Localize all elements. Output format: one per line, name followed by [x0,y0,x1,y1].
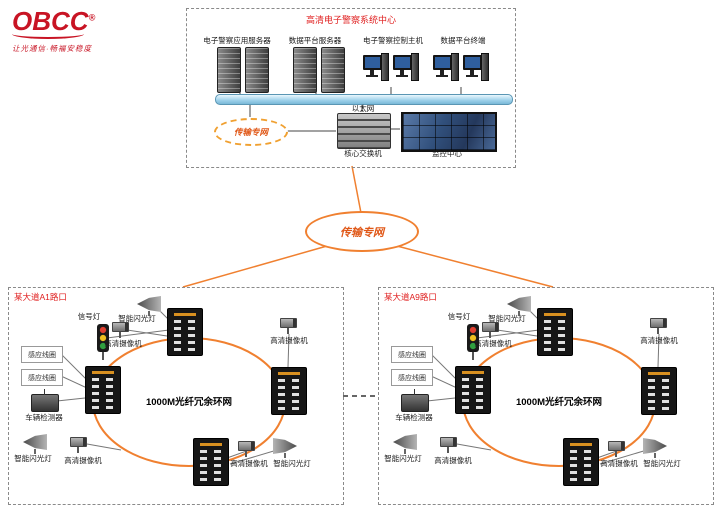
logo-brand: OBCC® [12,6,95,37]
ethernet-bus [215,94,513,105]
signal-light-label: 信号灯 [447,312,471,321]
camera-icon [69,434,89,454]
ring-network-label: 1000M光纤冗余环网 [145,397,233,408]
fiber-switch-icon [271,367,307,415]
center-zone-title: 高清电子警察系统中心 [305,15,396,25]
flash-speaker-icon [643,438,667,458]
smart-flash-label: 智能闪光灯 [14,454,52,463]
hd-camera-label: 高清摄像机 [434,456,472,465]
smart-flash-label: 智能闪光灯 [273,459,311,468]
flash-speaker-icon [137,296,161,316]
control-host-label: 电子警察控制主机 [363,36,423,45]
transport-net-small-label: 传输专网 [233,127,268,137]
hd-camera-label: 高清摄像机 [230,459,268,468]
transport-net-label: 传输专网 [340,226,384,239]
fiber-switch-icon [455,366,491,414]
induction-coil-box: 感应线圈 [391,369,433,386]
intersection-title: 某大道A9路口 [384,292,437,302]
flash-speaker-icon [507,296,531,316]
app-server-label: 电子警察应用服务器 [203,36,271,45]
camera-icon [279,315,299,335]
fiber-switch-icon [167,308,203,356]
flash-speaker-icon [23,434,47,454]
camera-icon [439,434,459,454]
vehicle-detector-label: 车辆检测器 [25,413,63,422]
hd-camera-label: 高清摄像机 [600,459,638,468]
data-platform-rack-pair [293,47,345,93]
ethernet-label: 以太网 [351,104,375,113]
workstation-icon [463,51,489,89]
ring-network-label: 1000M光纤冗余环网 [515,397,603,408]
data-terminal-pair [433,51,489,89]
control-host-pair [363,51,419,89]
fiber-switch-icon [641,367,677,415]
fiber-switch-icon [85,366,121,414]
fiber-switch-icon [563,438,599,486]
workstation-icon [433,51,459,89]
smart-flash-label: 智能闪光灯 [488,314,526,323]
transport-net-ellipse: 传输专网 [305,211,419,252]
vehicle-detector-icon [401,389,429,412]
induction-coil-box: 感应线圈 [21,346,63,363]
intersection-title: 某大道A1路口 [14,292,67,302]
app-server-rack-pair [217,47,269,93]
server-rack-icon [217,47,241,93]
camera-icon [237,438,257,458]
monitor-center-label: 监控中心 [432,149,462,158]
data-terminal-label: 数据平台终端 [440,36,486,45]
hd-camera-label: 高清摄像机 [474,339,512,348]
logo-swoosh [12,32,84,39]
server-rack-icon [321,47,345,93]
core-switch-icon [337,113,391,149]
hd-camera-label: 高清摄像机 [270,336,308,345]
vehicle-detector-label: 车辆检测器 [395,413,433,422]
camera-icon [481,319,501,339]
induction-coil-box: 感应线圈 [391,346,433,363]
flash-speaker-icon [273,438,297,458]
hd-camera-label: 高清摄像机 [640,336,678,345]
signal-light-label: 信号灯 [77,312,101,321]
hd-camera-label: 高清摄像机 [104,339,142,348]
smart-flash-label: 智能闪光灯 [118,314,156,323]
flash-speaker-icon [393,434,417,454]
video-wall-icon [401,112,497,152]
hd-camera-label: 高清摄像机 [64,456,102,465]
intersection-zone-a1: 某大道A1路口 信号灯 智能闪光灯 高清摄像机 高清摄像机 感应线圈 感应线圈 … [8,287,344,505]
workstation-icon [393,51,419,89]
server-rack-icon [293,47,317,93]
server-rack-icon [245,47,269,93]
workstation-icon [363,51,389,89]
data-platform-server-label: 数据平台服务器 [288,36,342,45]
traffic-light-icon [467,324,479,360]
intersection-zone-a9: 某大道A9路口 信号灯 智能闪光灯 高清摄像机 高清摄像机 感应线圈 感应线圈 … [378,287,714,505]
camera-icon [649,315,669,335]
camera-icon [111,319,131,339]
smart-flash-label: 智能闪光灯 [643,459,681,468]
induction-coil-box: 感应线圈 [21,369,63,386]
camera-icon [607,438,627,458]
fiber-switch-icon [537,308,573,356]
smart-flash-label: 智能闪光灯 [384,454,422,463]
logo-tagline: 让光通信·畅福安稳度 [12,44,92,53]
vehicle-detector-icon [31,389,59,412]
registered-mark: ® [88,12,96,23]
logo-brand-text: OBCC [12,6,89,36]
transport-net-small-ellipse: 传输专网 [214,118,288,146]
center-zone: 高清电子警察系统中心 电子警察应用服务器 数据平台服务器 电子警察控制主机 数据… [186,8,516,168]
core-switch-label: 核心交换机 [344,149,382,158]
traffic-light-icon [97,324,109,360]
fiber-switch-icon [193,438,229,486]
logo: OBCC® 让光通信·畅福安稳度 [12,6,95,54]
